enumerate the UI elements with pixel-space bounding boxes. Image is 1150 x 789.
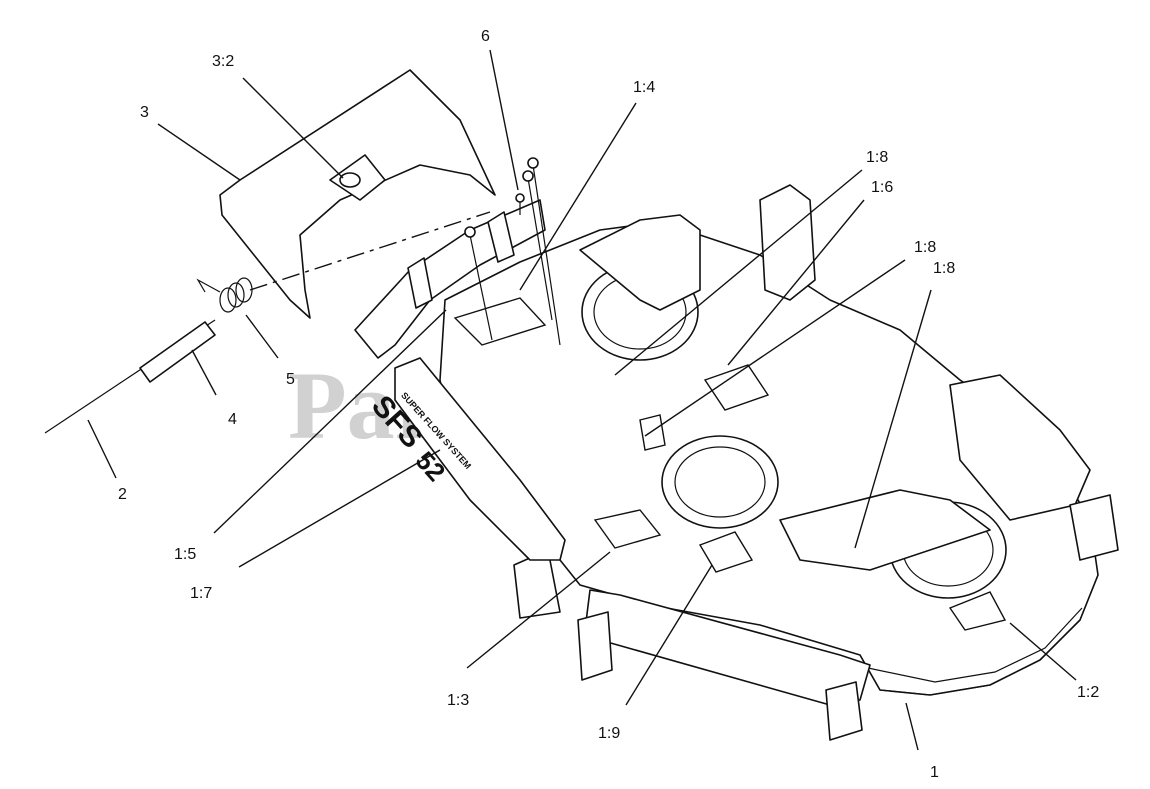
callout-2: 2 [118, 486, 127, 503]
callout-1-6: 1:6 [871, 179, 893, 196]
decal-1-9 [698, 531, 754, 573]
sleeve-4 [139, 321, 216, 383]
callout-1-7: 1:7 [190, 585, 212, 602]
callout-1: 1 [930, 764, 939, 781]
callout-3-2: 3:2 [212, 53, 234, 70]
callout-1-8c: 1:8 [933, 260, 955, 277]
mount-plate-front [825, 681, 863, 741]
spring-5 [196, 277, 253, 313]
callout-5: 5 [286, 371, 295, 388]
channel-tab-right [487, 211, 515, 263]
callout-1-8a: 1:8 [866, 149, 888, 166]
callout-1-9: 1:9 [598, 725, 620, 742]
side-panel [394, 357, 566, 561]
bracket-right-rear [949, 374, 1091, 521]
bolts [464, 157, 561, 346]
decal-1-3 [593, 509, 662, 549]
chute-decal-3-2 [339, 172, 361, 188]
bracket-right-upper [759, 184, 816, 301]
decal-1-2 [948, 591, 1007, 631]
bracket-lower [779, 489, 991, 571]
deck-skirt [859, 574, 1099, 696]
hinge-axis-line [249, 211, 491, 291]
callout-3: 3 [140, 104, 149, 121]
leader-lines [87, 49, 1077, 751]
callout-1-4: 1:4 [633, 79, 655, 96]
channel-tab-left [407, 257, 433, 309]
spindle-center [661, 435, 779, 529]
callout-1-3: 1:3 [447, 692, 469, 709]
callout-6: 6 [481, 28, 490, 45]
mower-deck[interactable] [439, 184, 1119, 741]
mount-plate-left [577, 611, 613, 681]
bracket-left [579, 214, 701, 311]
hinge-assembly[interactable] [44, 211, 491, 434]
decal-1-8 [639, 414, 666, 451]
callout-4: 4 [228, 411, 237, 428]
decal-1-6 [703, 364, 770, 411]
discharge-chute[interactable] [219, 69, 496, 319]
callouts: 3:2 3 6 1:4 1:8 1:6 1:8 1:8 5 4 2 1:5 1:… [118, 28, 1099, 781]
callout-1-5: 1:5 [174, 546, 196, 563]
decal-1-4 [453, 297, 547, 346]
callout-1-8b: 1:8 [914, 239, 936, 256]
mount-plate-right [1069, 494, 1119, 561]
callout-1-2: 1:2 [1077, 684, 1099, 701]
